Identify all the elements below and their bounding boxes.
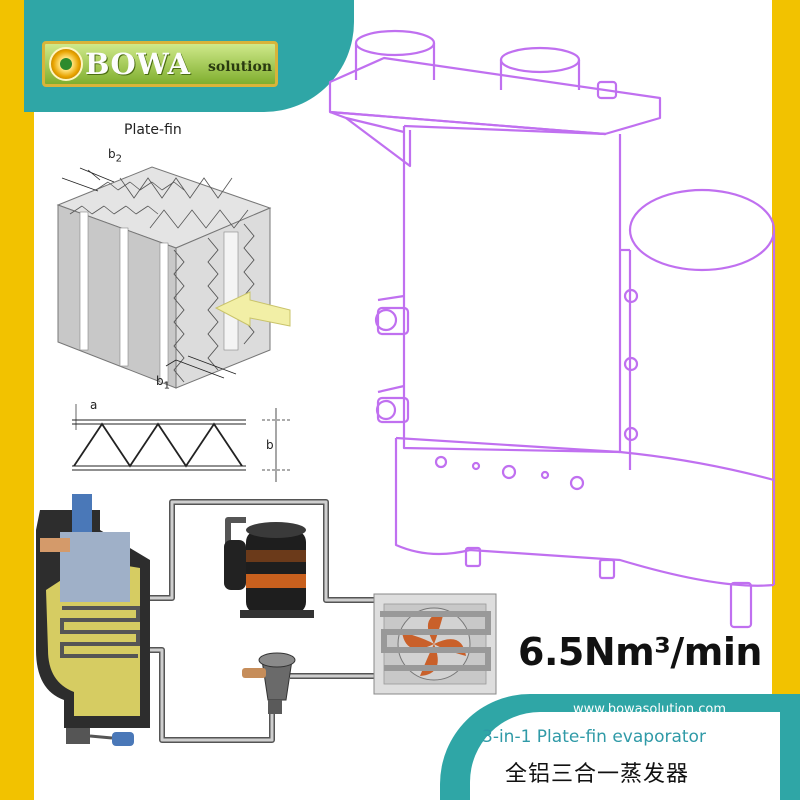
dimension-b1-subscript: 1 (163, 380, 170, 392)
dimension-b2-subscript: 2 (115, 153, 122, 165)
condenser-coil (373, 593, 497, 695)
product-name-en: 3-in-1 Plate-fin evaporator (482, 727, 706, 747)
dimension-b2-letter: b (108, 147, 116, 161)
right-yellow-border (772, 0, 800, 800)
expansion-valve (242, 652, 296, 714)
compressor (224, 522, 314, 618)
bottom-caption-panel (470, 712, 780, 800)
evaporator-outline (328, 29, 776, 629)
plate-fin-caption: Plate-fin (124, 122, 182, 138)
dimension-b-label: b (266, 438, 274, 452)
brand-logo: BOWA solution (42, 41, 278, 87)
left-yellow-border (0, 0, 34, 800)
refrigeration-circuit (36, 494, 497, 746)
plate-fin-rows (69, 177, 249, 229)
dimension-b1-label: b1 (156, 374, 170, 391)
brand-suffix: solution (208, 59, 273, 75)
logo-emblem-icon (49, 47, 83, 81)
website-url: www.bowasolution.com (573, 702, 727, 717)
flow-rate-label: 6.5Nm³/min (518, 630, 762, 674)
dimension-b1-letter: b (156, 374, 164, 388)
dimension-a-label: a (90, 398, 98, 412)
dimension-b2-label: b2 (108, 147, 122, 164)
circuit-piping (140, 499, 380, 743)
logo-emblem-center (60, 58, 72, 70)
fin-cross-section (72, 404, 290, 482)
evaporator-schematic (36, 494, 150, 746)
brand-name: BOWA (85, 47, 191, 81)
plate-fin-block (56, 166, 291, 389)
product-name-cn: 全铝三合一蒸发器 (505, 762, 690, 787)
